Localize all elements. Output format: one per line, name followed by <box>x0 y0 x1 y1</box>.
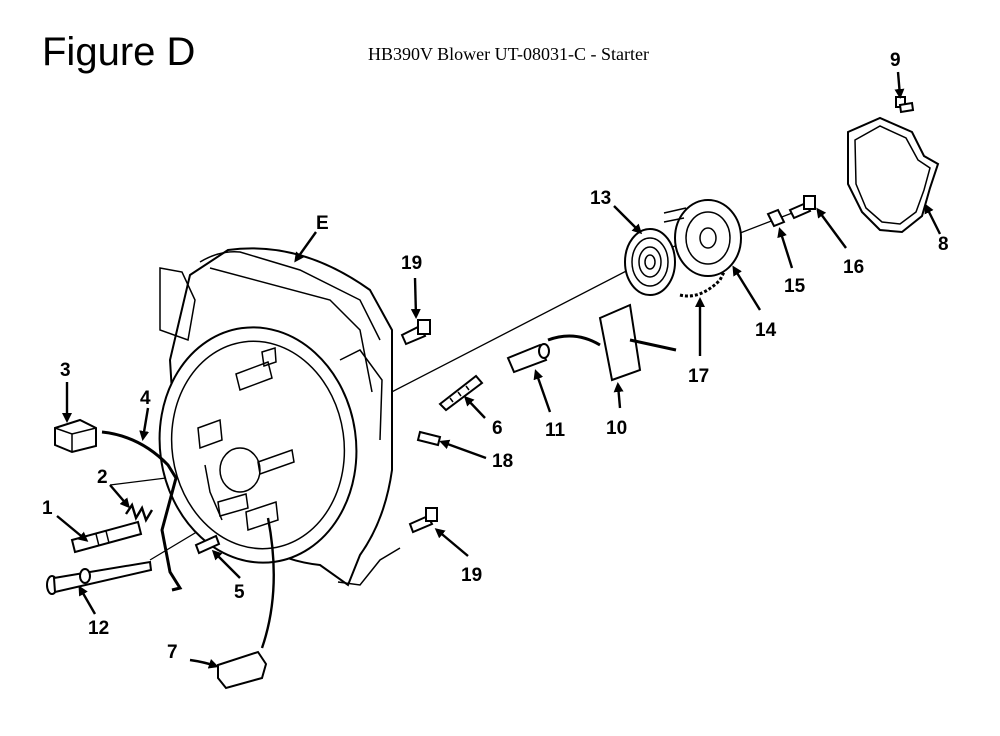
callout-8: 8 <box>938 234 949 255</box>
leader-14 <box>732 265 762 311</box>
part-2-spring <box>125 502 154 523</box>
leader-16 <box>816 207 847 249</box>
blower-housing <box>158 247 401 587</box>
part-11-rope-end <box>506 343 550 374</box>
leader-19-upper <box>410 277 421 319</box>
part-8-cover-plate <box>847 116 940 234</box>
leader-1 <box>56 515 89 542</box>
part-13-recoil-spring <box>624 228 676 296</box>
callout-4: 4 <box>140 388 151 409</box>
part-9-screw <box>895 96 915 114</box>
callout-12: 12 <box>88 618 109 639</box>
leader-11 <box>533 369 552 413</box>
leader-arrows <box>56 71 942 669</box>
assembly-axis-right <box>734 209 801 236</box>
part-10-handle <box>547 303 677 382</box>
leader-18 <box>439 439 487 460</box>
leader-2 <box>109 484 130 509</box>
callout-6: 6 <box>492 418 503 439</box>
callout-13: 13 <box>590 188 611 209</box>
leader-7-hook <box>260 517 275 649</box>
callout-9: 9 <box>890 50 901 71</box>
leader-8 <box>924 203 942 235</box>
leader-5 <box>211 549 241 579</box>
leader-E <box>294 231 317 263</box>
callout-14: 14 <box>755 320 777 341</box>
part-15-sleeve <box>766 208 786 228</box>
callout-7: 7 <box>167 642 178 663</box>
leader-9 <box>894 71 905 99</box>
figure-title: Figure D <box>42 30 196 74</box>
part-16-screw <box>788 195 816 220</box>
leader-12 <box>78 585 97 615</box>
callout-19-upper: 19 <box>401 253 422 274</box>
callout-labels: 1 2 3 4 5 6 7 8 9 10 11 12 13 14 15 16 1… <box>42 50 949 663</box>
callout-2: 2 <box>97 467 108 488</box>
leader-13 <box>613 205 643 235</box>
leader-15 <box>777 227 794 269</box>
part-5-screw <box>194 534 221 555</box>
figure-subtitle: HB390V Blower UT-08031-C - Starter <box>368 44 649 64</box>
callout-15: 15 <box>784 276 806 297</box>
leader-10 <box>613 382 624 409</box>
part-12-pin <box>46 560 153 595</box>
part-1-bolt <box>70 520 143 554</box>
callout-10: 10 <box>606 418 627 439</box>
part-18-screw <box>416 430 442 447</box>
callout-1: 1 <box>42 498 53 519</box>
part-3-block <box>54 418 97 454</box>
leader-6 <box>463 395 486 419</box>
part-19-lower-screw <box>408 507 438 534</box>
part-7-pad <box>217 650 268 690</box>
part-6-screw <box>438 374 484 412</box>
callout-18: 18 <box>492 451 513 472</box>
callout-16: 16 <box>843 257 864 278</box>
leader-4 <box>139 407 150 441</box>
part-19-upper-screw <box>400 319 431 346</box>
callout-17: 17 <box>688 366 709 387</box>
part-4-rod <box>101 430 183 592</box>
callout-11: 11 <box>545 420 566 441</box>
callout-3: 3 <box>60 360 71 381</box>
leader-7 <box>189 658 219 669</box>
callout-5: 5 <box>234 582 245 603</box>
callout-19-lower: 19 <box>461 565 482 586</box>
part-14-pulley <box>663 199 742 277</box>
leader-19-lower <box>434 528 469 557</box>
callout-E: E <box>316 213 329 234</box>
